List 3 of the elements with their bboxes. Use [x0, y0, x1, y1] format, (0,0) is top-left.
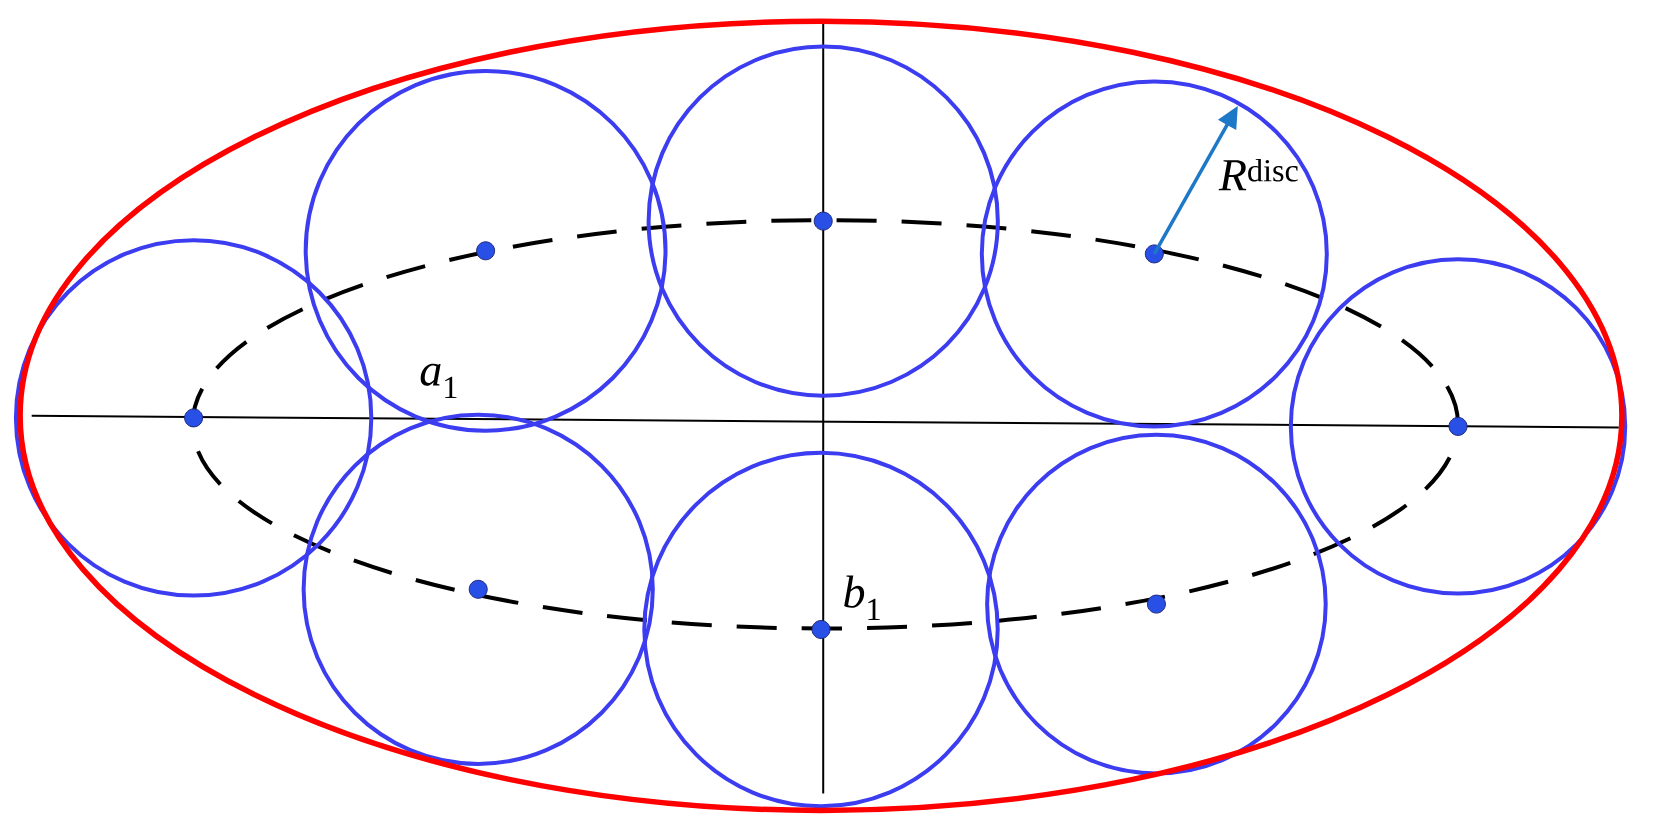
math-label: b$_{1}$: [844, 575, 880, 621]
math-label: R$^{disc}$: [1218, 158, 1298, 191]
math-label: a$_{1}$: [420, 363, 457, 399]
